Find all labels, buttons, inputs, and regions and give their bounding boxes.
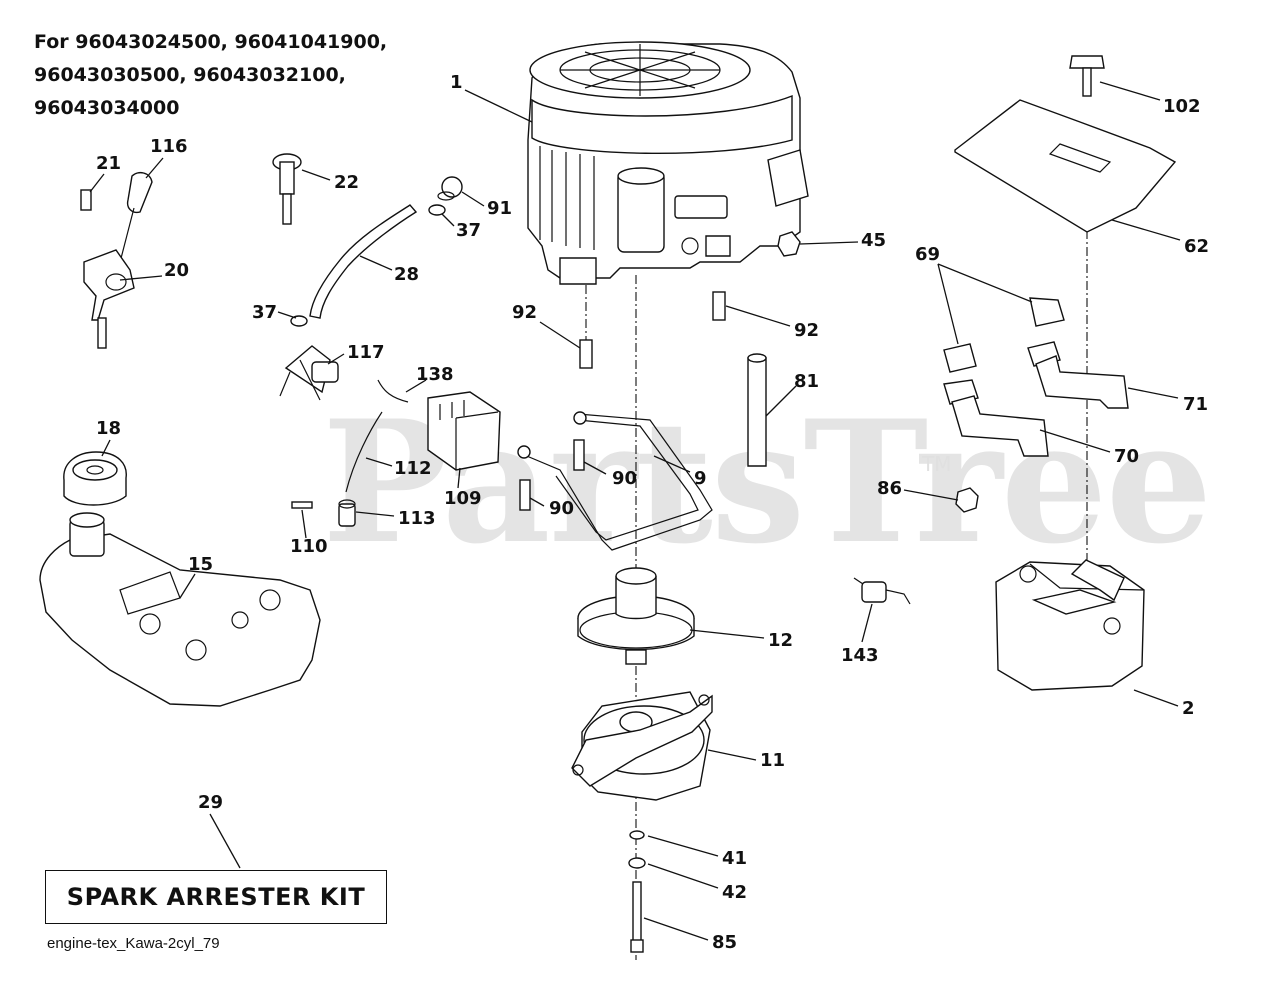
gasket-69-left	[943, 343, 977, 373]
pin-110	[291, 501, 313, 509]
bolt-92-left	[579, 339, 593, 369]
callout-112: 112	[394, 458, 432, 479]
tube-81	[747, 357, 767, 467]
bolt-90-lower	[519, 479, 531, 511]
watermark-trademark: TM	[922, 452, 952, 476]
washer-41	[629, 830, 645, 840]
pulley-12	[577, 567, 695, 665]
engine-assembly	[527, 41, 809, 285]
solenoid-109	[427, 391, 501, 471]
callout-90-upper: 90	[612, 468, 637, 489]
callout-18: 18	[96, 418, 121, 439]
fitting-91	[437, 176, 463, 201]
callout-12: 12	[768, 630, 793, 651]
bolt-85-head	[630, 939, 644, 953]
knob-102	[1069, 55, 1105, 97]
callout-71: 71	[1183, 394, 1208, 415]
clamp-37-upper	[428, 204, 446, 216]
callout-29: 29	[198, 792, 223, 813]
bolt-92-right	[712, 291, 726, 321]
callout-92-right: 92	[794, 320, 819, 341]
callout-45: 45	[861, 230, 886, 251]
model-numbers-header: For 96043024500, 96041041900, 9604303050…	[34, 26, 454, 125]
callout-1: 1	[450, 72, 463, 93]
fuel-filter-117	[279, 345, 339, 401]
heat-shield-cutout	[1048, 143, 1112, 173]
callout-109: 109	[444, 488, 482, 509]
callout-28: 28	[394, 264, 419, 285]
exhaust-pipe-71	[1035, 355, 1129, 409]
callout-85: 85	[712, 932, 737, 953]
callout-37-upper: 37	[456, 220, 481, 241]
callout-labels: 1 102 116 21 22 91 37 20 28 37 45 62 69 …	[96, 72, 1209, 953]
bracket-9-inner	[555, 419, 699, 541]
washer-42	[628, 857, 646, 869]
header-line-1: For 96043024500, 96041041900,	[34, 31, 388, 53]
clutch-11	[571, 691, 713, 801]
bolt-85	[632, 881, 642, 943]
switch-143	[853, 577, 911, 605]
callout-117: 117	[347, 342, 385, 363]
callout-86: 86	[877, 478, 902, 499]
callout-2: 2	[1182, 698, 1195, 719]
callout-62: 62	[1184, 236, 1209, 257]
spark-arrester-kit-box: SPARK ARRESTER KIT	[45, 870, 387, 924]
callout-102: 102	[1163, 96, 1201, 117]
hose-28	[309, 204, 418, 319]
callout-15: 15	[188, 554, 213, 575]
heat-shield-62	[954, 99, 1177, 233]
fuel-tank-15	[39, 512, 321, 707]
gasket-69-right	[1029, 297, 1065, 327]
throttle-control-20	[80, 171, 153, 349]
tube-81-top	[747, 353, 767, 363]
callout-110: 110	[290, 536, 328, 557]
callout-143: 143	[841, 645, 879, 666]
clamp-37-lower	[290, 315, 308, 327]
callout-41: 41	[722, 848, 747, 869]
exhaust-pipe-70	[951, 395, 1049, 457]
spark-arrester-kit-label: SPARK ARRESTER KIT	[66, 883, 366, 911]
callout-90-lower: 90	[549, 498, 574, 519]
header-line-3: 96043034000	[34, 97, 180, 119]
header-line-2: 96043030500, 96043032100,	[34, 64, 346, 86]
callout-113: 113	[398, 508, 436, 529]
callout-69: 69	[915, 244, 940, 265]
callout-91: 91	[487, 198, 512, 219]
hose-112	[345, 411, 383, 493]
callout-70: 70	[1114, 446, 1139, 467]
bracket-9-hole-top	[573, 411, 587, 425]
callout-leader-lines	[89, 81, 1181, 941]
bracket-9	[521, 413, 713, 551]
muffler-2	[995, 559, 1145, 691]
callout-37-lower: 37	[252, 302, 277, 323]
hose-138	[377, 379, 409, 403]
fuel-cap-18	[63, 451, 127, 506]
callout-11: 11	[760, 750, 785, 771]
drawing-caption: engine-tex_Kawa-2cyl_79	[47, 935, 220, 952]
bracket-9-hole-left	[517, 445, 531, 459]
callout-81: 81	[794, 371, 819, 392]
callout-20: 20	[164, 260, 189, 281]
callout-116: 116	[150, 136, 188, 157]
nut-86	[955, 487, 979, 513]
callout-138: 138	[416, 364, 454, 385]
nut-45	[777, 231, 801, 257]
choke-knob-22	[272, 153, 302, 225]
callout-21: 21	[96, 153, 121, 174]
callout-42: 42	[722, 882, 747, 903]
fuel-shutoff-113	[338, 499, 356, 527]
callout-92-left: 92	[512, 302, 537, 323]
callout-22: 22	[334, 172, 359, 193]
bolt-90-upper	[573, 439, 585, 471]
callout-9: 9	[694, 468, 707, 489]
